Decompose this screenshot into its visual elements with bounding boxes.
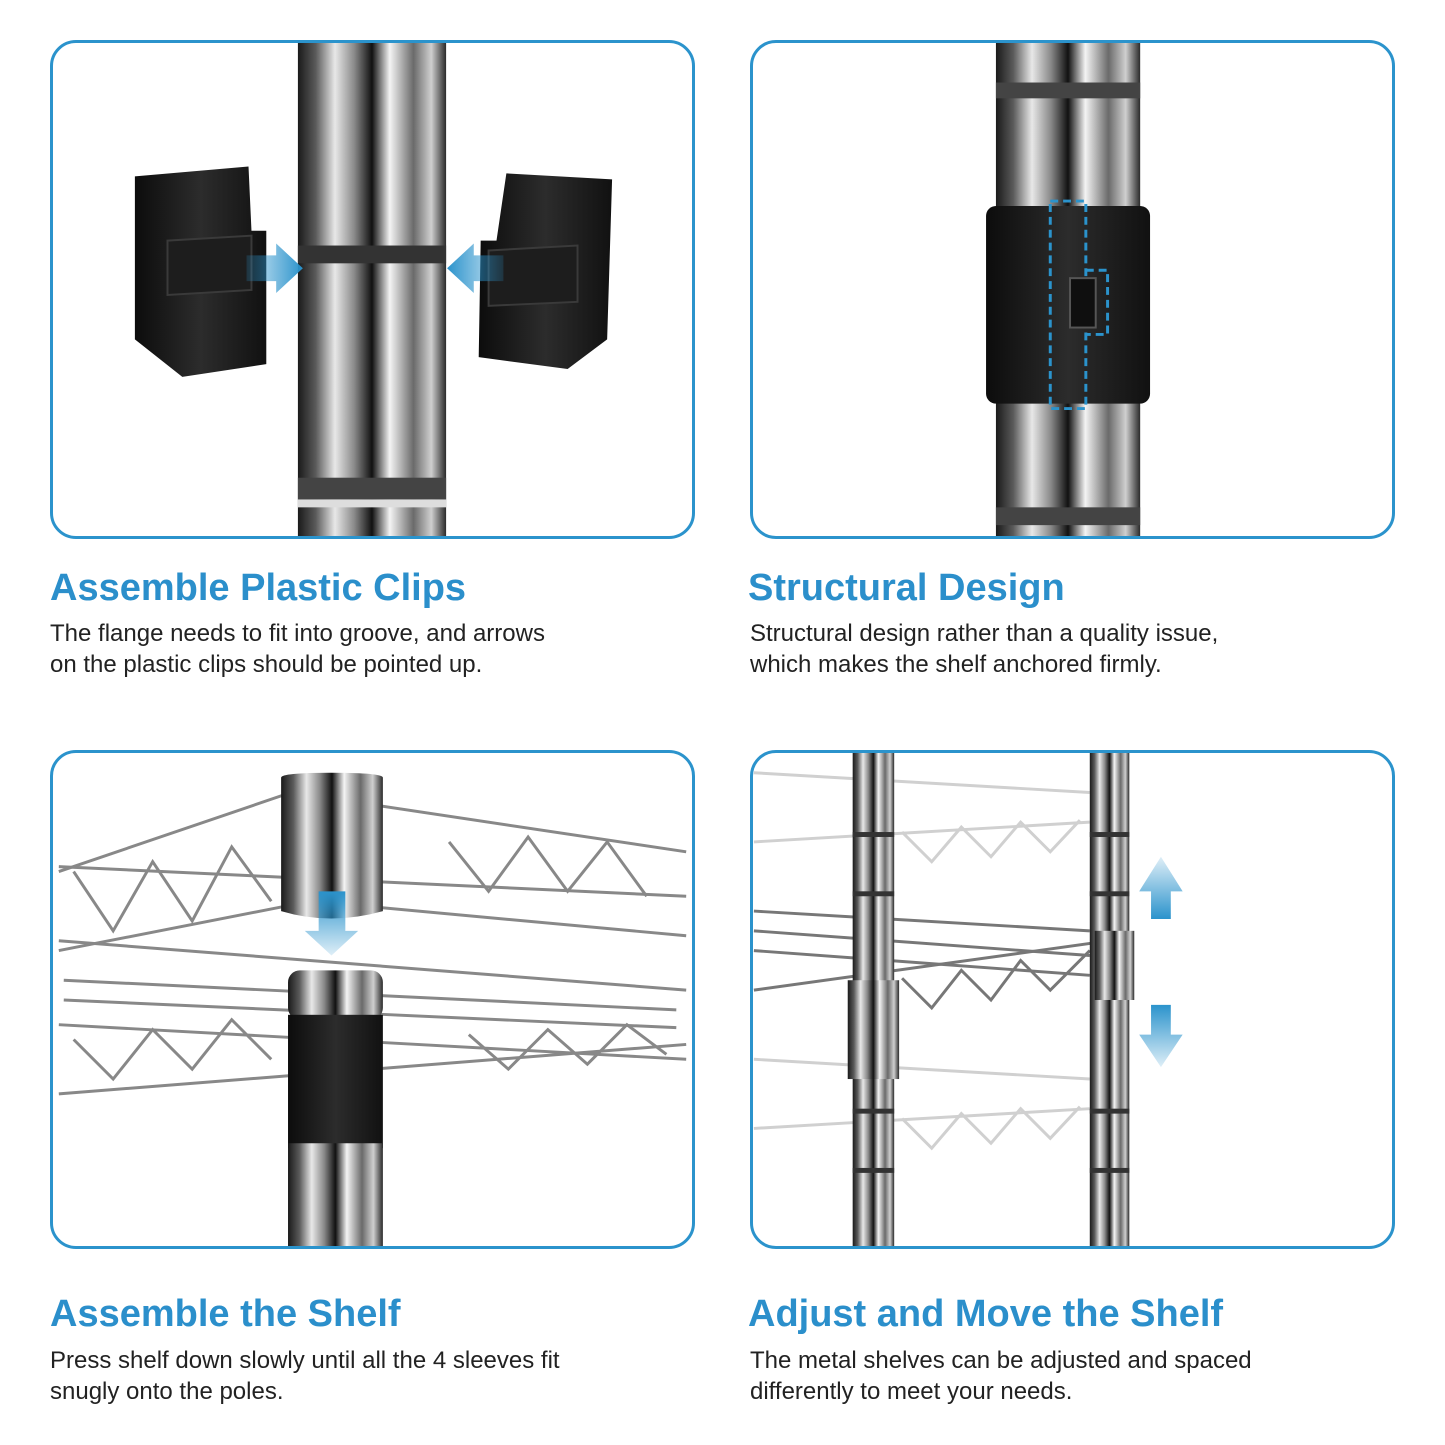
section-desc-plastic-clips: The flange needs to fit into groove, and…	[50, 618, 690, 680]
section-title-assemble-shelf: Assemble the Shelf	[50, 1293, 401, 1335]
desc-line: The metal shelves can be adjusted and sp…	[750, 1347, 1252, 1374]
shelf-corner-sleeve-icon	[58, 772, 687, 1246]
desc-line: Structural design rather than a quality …	[750, 620, 1219, 647]
dashed-outline-icon	[1048, 199, 1088, 411]
desc-line: on the plastic clips should be pointed u…	[50, 651, 483, 678]
desc-line: The flange needs to fit into groove, and…	[50, 620, 545, 647]
section-title-structural-design: Structural Design	[748, 567, 1065, 609]
desc-line: differently to meet your needs.	[750, 1378, 1073, 1405]
pole-with-plastic-clips-icon	[134, 43, 613, 536]
image-panel-adjust-shelf	[750, 750, 1395, 1249]
image-panel-assemble-shelf	[50, 750, 695, 1249]
right-clip	[478, 173, 613, 370]
arrow-up-icon	[1139, 856, 1183, 919]
image-panel-plastic-clips	[50, 40, 695, 539]
left-clip	[134, 166, 267, 377]
section-desc-structural-design: Structural design rather than a quality …	[750, 618, 1390, 680]
section-title-plastic-clips: Assemble Plastic Clips	[50, 567, 467, 609]
image-panel-structural-design	[750, 40, 1395, 539]
desc-line: snugly onto the poles.	[50, 1378, 284, 1405]
arrow-down-icon	[1139, 1004, 1183, 1068]
section-desc-assemble-shelf: Press shelf down slowly until all the 4 …	[50, 1345, 690, 1407]
desc-line: which makes the shelf anchored firmly.	[750, 651, 1162, 678]
pole-with-locked-sleeve-icon	[986, 43, 1151, 536]
arrow-left-icon	[447, 243, 504, 293]
section-title-adjust-shelf: Adjust and Move the Shelf	[748, 1293, 1224, 1335]
section-desc-adjust-shelf: The metal shelves can be adjusted and sp…	[750, 1345, 1390, 1407]
arrow-down-icon	[304, 891, 359, 956]
desc-line: Press shelf down slowly until all the 4 …	[50, 1347, 560, 1374]
arrow-right-icon	[246, 243, 303, 293]
adjustable-shelves-icon	[753, 753, 1183, 1246]
